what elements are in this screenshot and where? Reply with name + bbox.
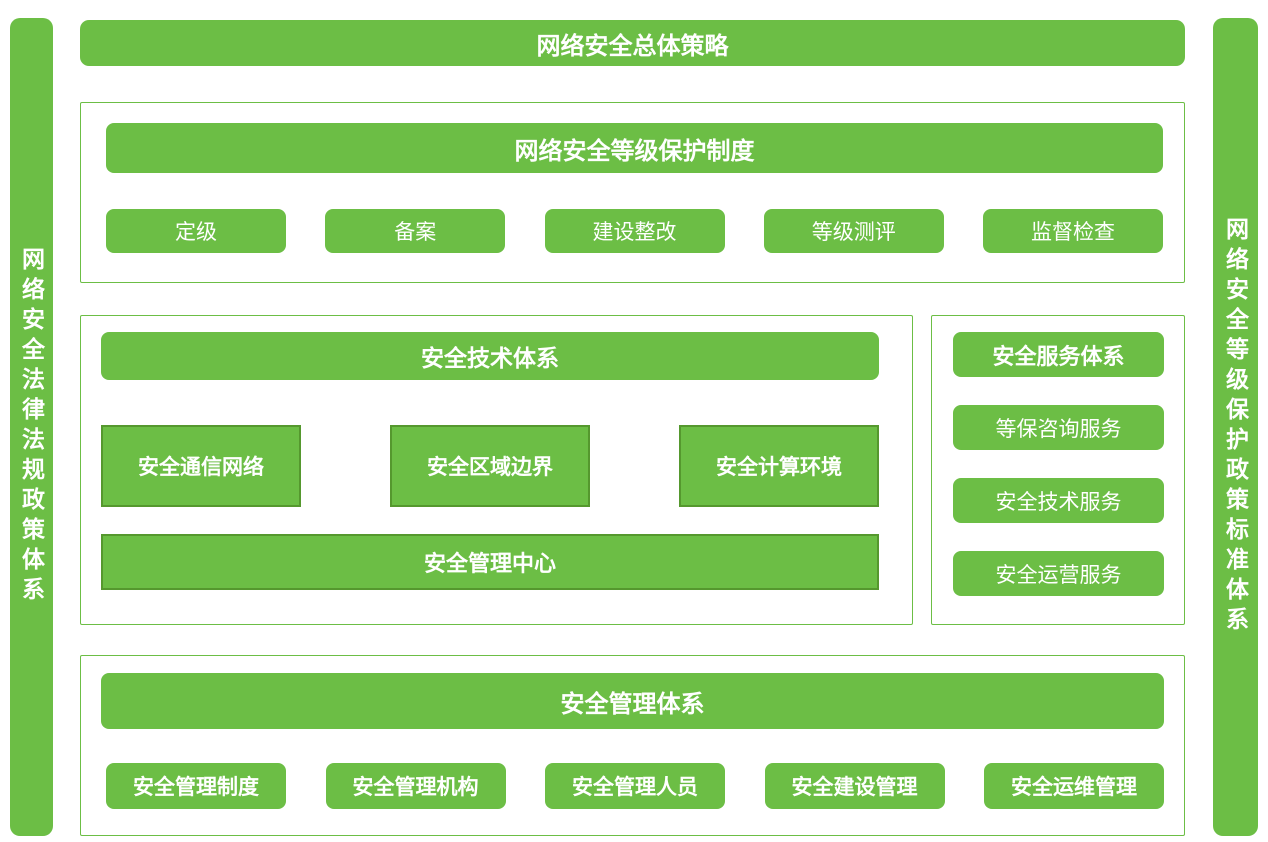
service-item-technical: 安全技术服务 [953, 478, 1164, 523]
right-vertical-bar-standards-system: 网络安全等级保护政策标准体系 [1213, 18, 1258, 836]
service-system-stack: 安全服务体系 等保咨询服务 安全技术服务 安全运营服务 [953, 332, 1164, 596]
tech-item-area-boundary: 安全区域边界 [390, 425, 590, 507]
management-system-header: 安全管理体系 [101, 673, 1164, 729]
protection-item-filing: 备案 [325, 209, 506, 253]
tech-item-computing-environment: 安全计算环境 [679, 425, 879, 507]
management-system-items-row: 安全管理制度 安全管理机构 安全管理人员 安全建设管理 安全运维管理 [106, 763, 1164, 809]
protection-system-container: 网络安全等级保护制度 定级 备案 建设整改 等级测评 监督检查 [80, 102, 1185, 283]
left-vertical-bar-laws-policy-system: 网络安全法律法规政策体系 [10, 18, 53, 836]
service-item-consulting: 等保咨询服务 [953, 405, 1164, 450]
protection-item-grading: 定级 [106, 209, 286, 253]
tech-system-header: 安全技术体系 [101, 332, 879, 380]
tech-item-communication-network: 安全通信网络 [101, 425, 301, 507]
protection-item-construction-rectification: 建设整改 [544, 209, 725, 253]
tech-system-container: 安全技术体系 安全通信网络 安全区域边界 安全计算环境 安全管理中心 [80, 315, 913, 625]
management-item-construction: 安全建设管理 [764, 763, 945, 809]
left-vertical-bar-label: 网络安全法律法规政策体系 [18, 247, 45, 607]
protection-item-supervision-inspection: 监督检查 [983, 209, 1163, 253]
service-system-header: 安全服务体系 [953, 332, 1164, 377]
protection-system-header: 网络安全等级保护制度 [106, 123, 1163, 173]
management-item-organization: 安全管理机构 [325, 763, 506, 809]
management-system-container: 安全管理体系 安全管理制度 安全管理机构 安全管理人员 安全建设管理 安全运维管… [80, 655, 1185, 836]
right-vertical-bar-label: 网络安全等级保护政策标准体系 [1222, 217, 1249, 637]
management-item-rules: 安全管理制度 [106, 763, 286, 809]
protection-system-items-row: 定级 备案 建设整改 等级测评 监督检查 [106, 209, 1163, 253]
tech-system-items-row: 安全通信网络 安全区域边界 安全计算环境 [101, 425, 879, 507]
service-system-container: 安全服务体系 等保咨询服务 安全技术服务 安全运营服务 [931, 315, 1185, 625]
tech-management-center-bar: 安全管理中心 [101, 534, 879, 590]
protection-item-level-evaluation: 等级测评 [763, 209, 944, 253]
management-item-personnel: 安全管理人员 [545, 763, 725, 809]
service-item-operation: 安全运营服务 [953, 551, 1164, 596]
overall-strategy-banner: 网络安全总体策略 [80, 20, 1185, 66]
management-item-operation-maintenance: 安全运维管理 [984, 763, 1164, 809]
